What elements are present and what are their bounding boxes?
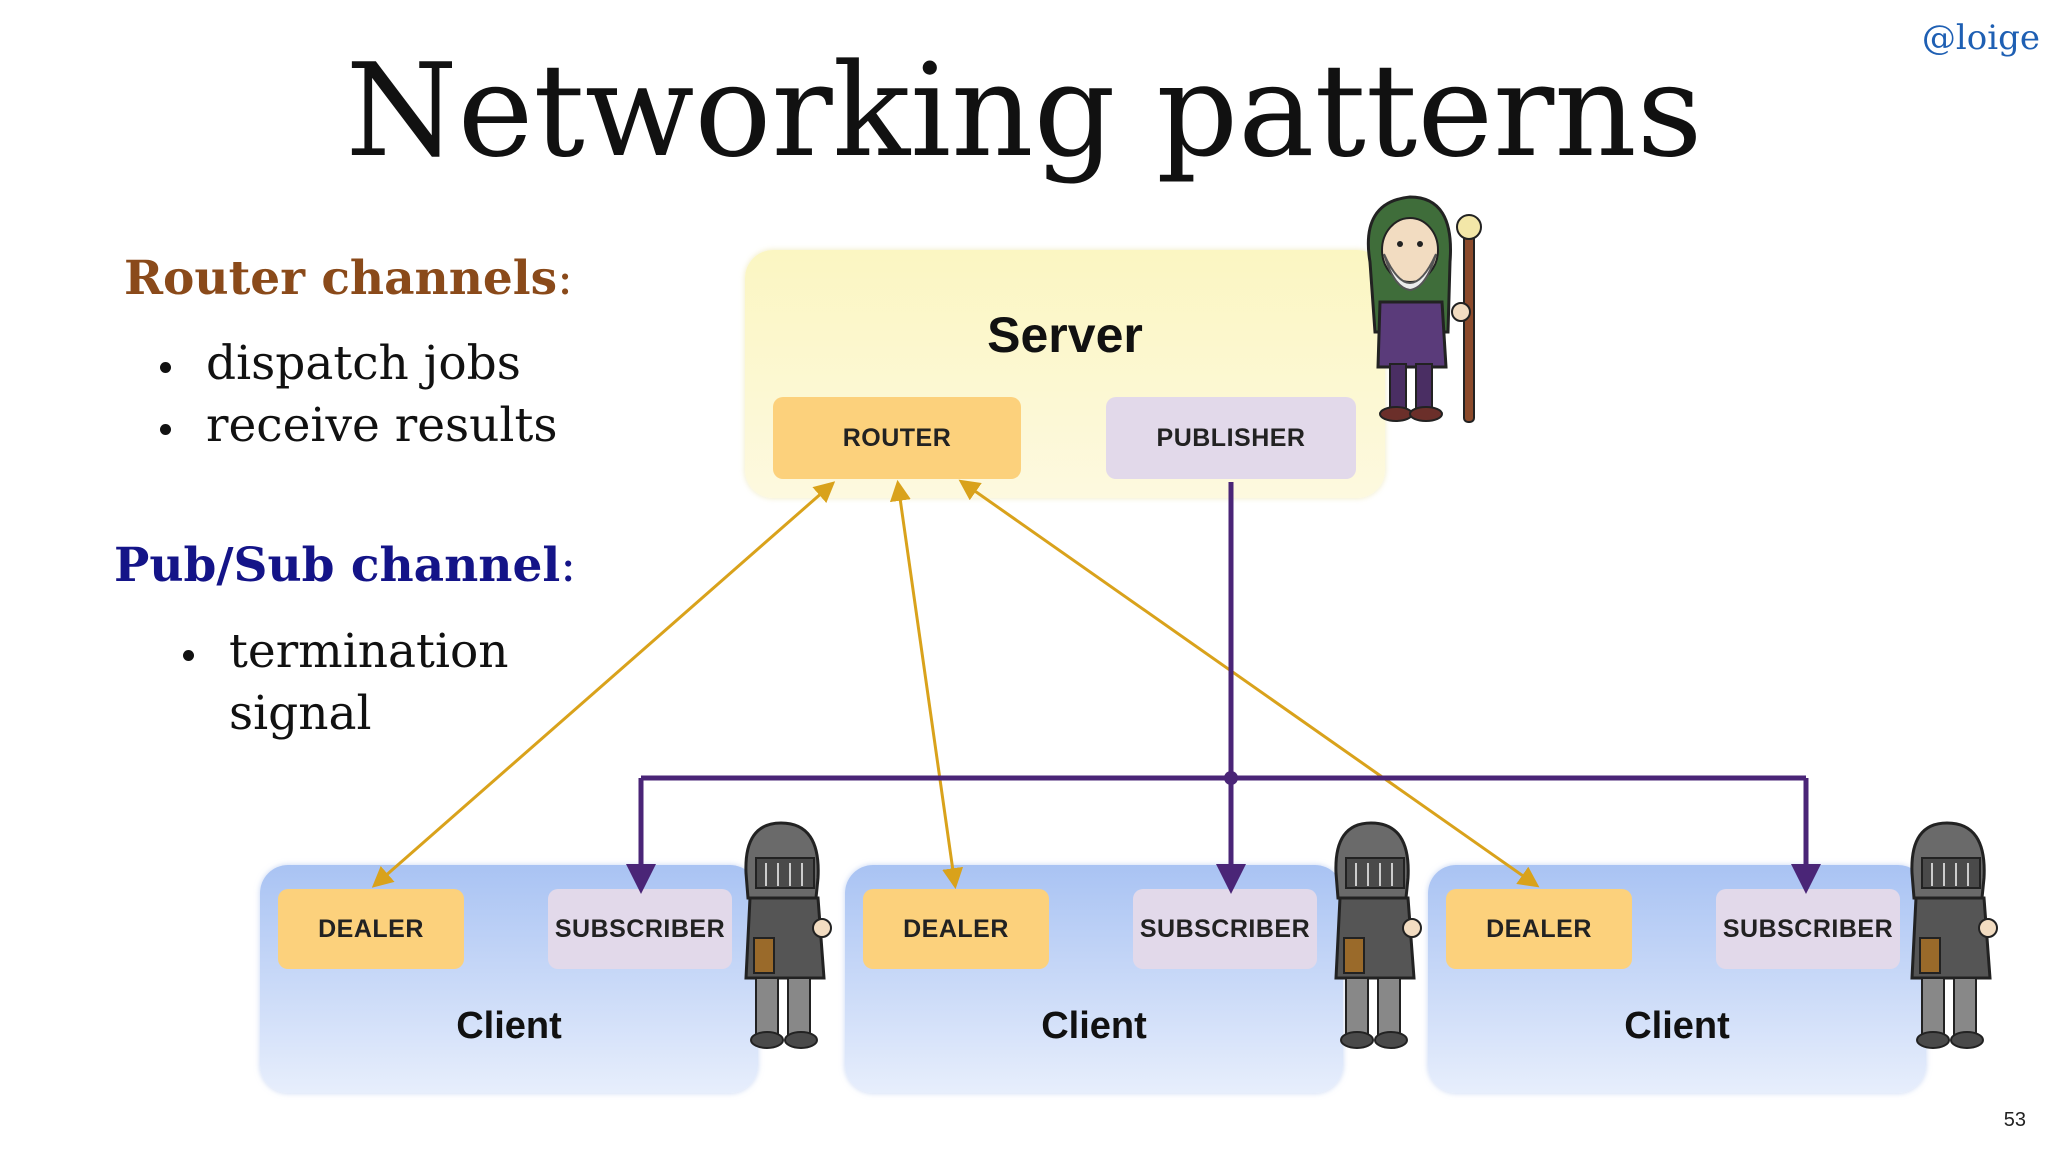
knight-icon <box>1910 821 1998 1049</box>
publisher-socket: PUBLISHER <box>1106 397 1356 479</box>
knight-icon <box>744 821 832 1049</box>
client-node: DEALER SUBSCRIBER Client <box>260 865 758 1093</box>
router-channels-heading: Router channels: <box>124 251 573 306</box>
server-label: Server <box>987 307 1143 363</box>
dealer-socket: DEALER <box>863 889 1049 969</box>
list-item: receive results <box>160 395 557 457</box>
dealer-socket: DEALER <box>278 889 464 969</box>
twitter-handle: @loige <box>1921 18 2040 58</box>
knight-icon <box>1334 821 1422 1049</box>
router-socket: ROUTER <box>773 397 1021 479</box>
client-label: Client <box>1041 1005 1147 1047</box>
list-item: dispatch jobs <box>160 333 557 395</box>
subscriber-socket: SUBSCRIBER <box>548 889 732 969</box>
subscriber-socket: SUBSCRIBER <box>1133 889 1317 969</box>
subscriber-socket: SUBSCRIBER <box>1716 889 1900 969</box>
client-label: Client <box>456 1005 562 1047</box>
router-bullet-list: dispatch jobs receive results <box>160 333 557 457</box>
client-node: DEALER SUBSCRIBER Client <box>845 865 1343 1093</box>
router-dealer-link <box>371 481 836 888</box>
page-number: 53 <box>2003 1109 2026 1131</box>
server-node: Server ROUTER PUBLISHER <box>745 250 1385 498</box>
router-dealer-link <box>958 479 1540 888</box>
dealer-socket: DEALER <box>1446 889 1632 969</box>
wizard-icon <box>1366 195 1482 423</box>
router-dealer-link <box>889 479 964 890</box>
page-title: Networking patterns <box>345 37 1703 186</box>
client-node: DEALER SUBSCRIBER Client <box>1428 865 1926 1093</box>
client-label: Client <box>1624 1005 1730 1047</box>
